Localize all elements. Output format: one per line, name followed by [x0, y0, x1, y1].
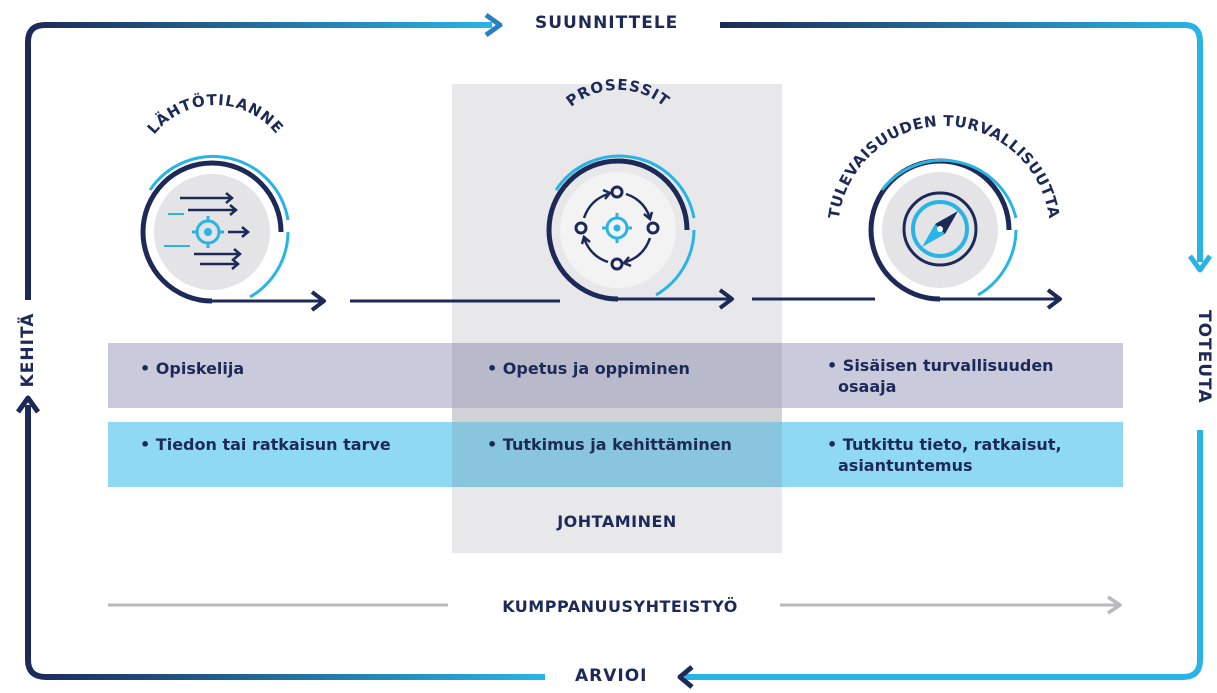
partnership-arrow — [108, 595, 1122, 615]
compass-icon — [902, 191, 978, 267]
cell-row1-col1: • Opiskelija — [140, 359, 245, 378]
bottom-frame-line — [15, 395, 1203, 689]
cell-row2-col2: • Tutkimus ja kehittäminen — [487, 435, 732, 454]
stage-tulevaisuus: TULEVAISUUDEN TURVALLISUUTTA — [825, 112, 1063, 310]
stage-title-1: LÄHTÖTILANNE — [144, 91, 287, 138]
cell-row2-col3: • Tutkittu tieto, ratkaisut, — [827, 435, 1062, 454]
svg-text:PROSESSIT: PROSESSIT — [563, 76, 674, 111]
management-overlay — [452, 343, 782, 487]
cycle-right-label: TOTEUTA — [1194, 310, 1214, 404]
cycle-gear-icon — [574, 185, 660, 271]
cell-row1-col3: • Sisäisen turvallisuuden — [827, 356, 1054, 375]
cycle-top-label: SUUNNITTELE — [535, 13, 679, 33]
cell-row2-col3-cont: asiantuntemus — [838, 456, 973, 475]
partnership-label: KUMPPANUUSYHTEISTYÖ — [502, 597, 738, 616]
top-frame-line — [25, 12, 1213, 300]
cycle-left-label: KEHITÄ — [18, 312, 38, 388]
svg-text:LÄHTÖTILANNE: LÄHTÖTILANNE — [144, 91, 288, 138]
gear-arrows-icon — [164, 192, 250, 270]
stage-lahtotilanne: LÄHTÖTILANNE — [140, 91, 326, 312]
cell-row1-col3-cont: osaaja — [838, 377, 897, 396]
cell-row1-col2: • Opetus ja oppiminen — [487, 359, 690, 378]
cell-row2-col1: • Tiedon tai ratkaisun tarve — [140, 435, 391, 454]
stage-prosessit: PROSESSIT — [546, 76, 734, 310]
row-band-1 — [108, 343, 1123, 408]
management-label: JOHTAMINEN — [557, 512, 677, 531]
cycle-bottom-label: ARVIOI — [575, 666, 648, 686]
row-band-2 — [108, 422, 1123, 487]
stage-title-2: PROSESSIT — [563, 76, 673, 111]
